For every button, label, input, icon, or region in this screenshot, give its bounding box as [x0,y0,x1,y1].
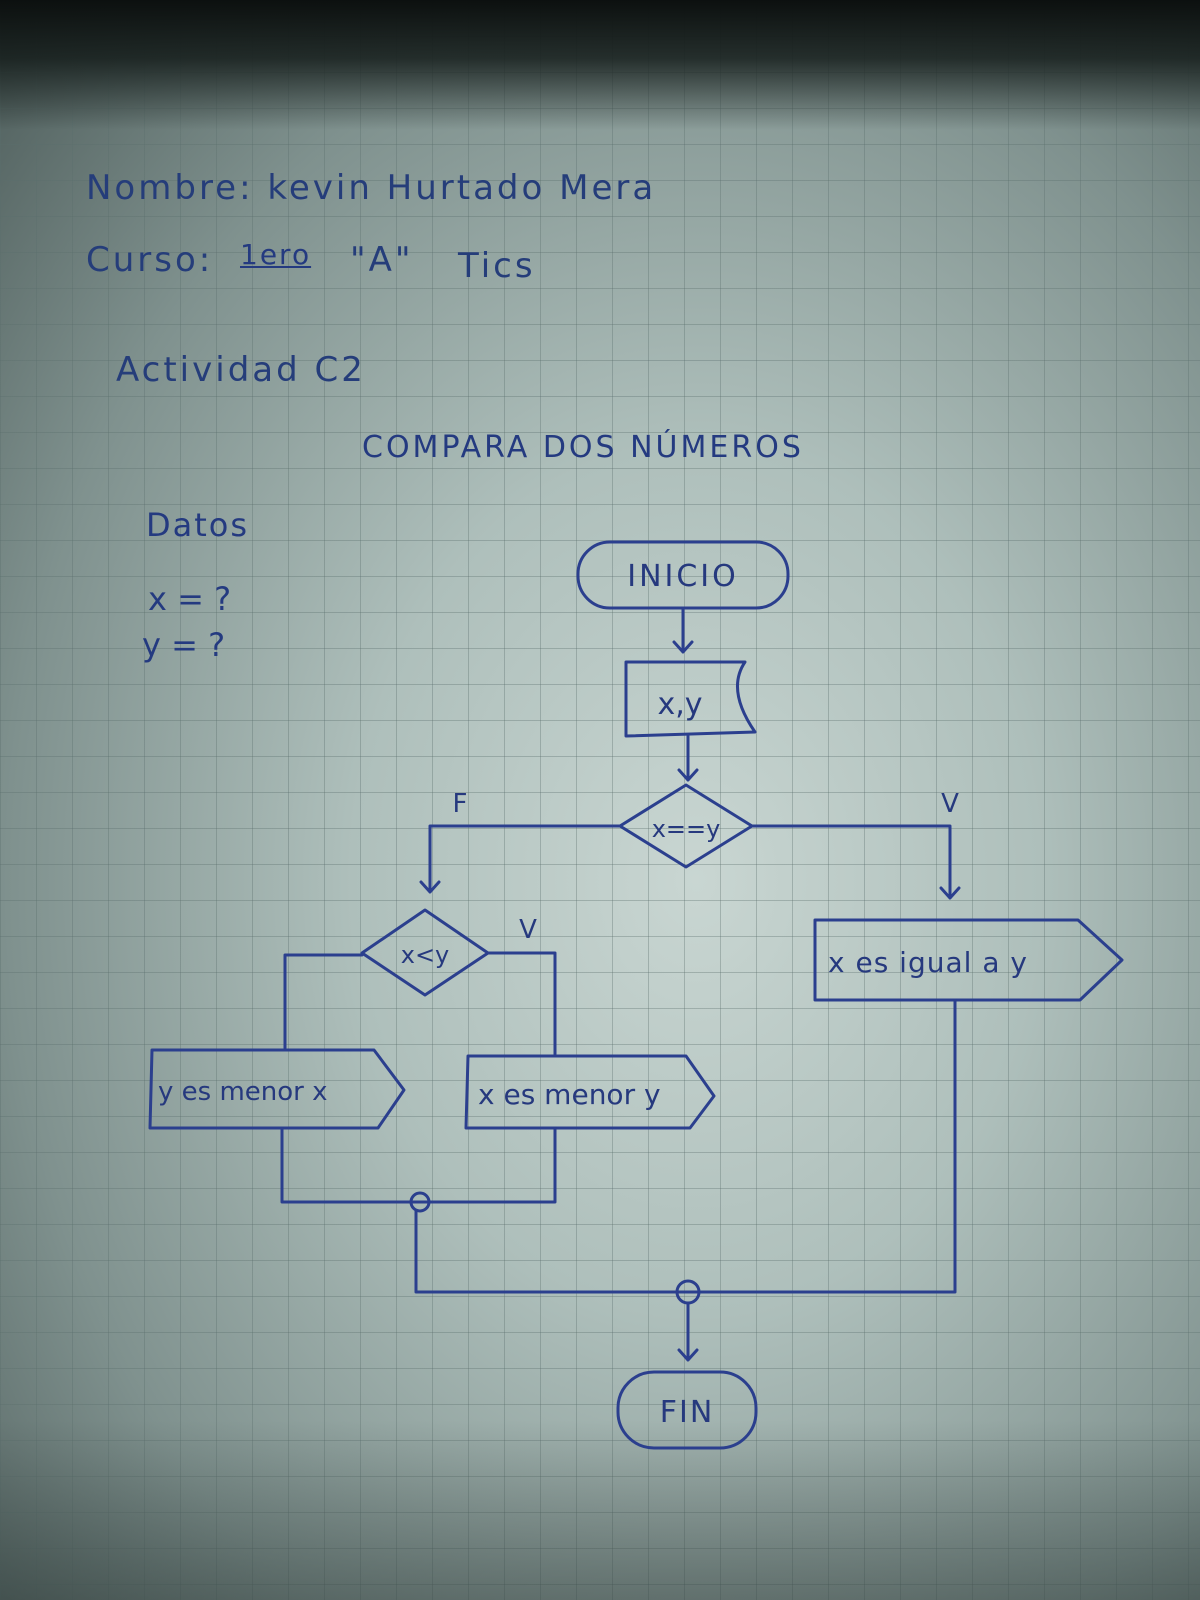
decision1-label: x==y [652,815,721,843]
decision1-diamond [618,783,754,869]
decision2-label: x<y [401,941,450,969]
decision2-diamond [360,908,490,997]
output-equal-shape [813,918,1124,1002]
decision2-false-line [283,953,364,1050]
output-equal-label: x es igual a y [828,946,1028,979]
output-y-less-label: y es menor x [158,1077,328,1107]
datos-x: x = ? [148,580,232,618]
bottom-shadow [0,1420,1200,1600]
decision2-true-label: V [519,915,537,945]
join-main-line [414,998,957,1294]
end-label: FIN [660,1395,715,1430]
join-bottom-line [280,1126,557,1204]
course-group: "A" [350,240,414,280]
start-label: INICIO [627,559,739,594]
input-shape [624,660,757,738]
decision2-true-line [486,951,557,1056]
arrow-input-decision [677,734,699,782]
activity-label: Actividad C2 [116,350,366,390]
output-x-less-label: x es menor y [478,1078,661,1111]
datos-heading: Datos [146,506,250,544]
decision1-false-line [419,824,622,894]
top-shadow [0,0,1200,130]
end-terminal [616,1370,758,1450]
course-level: 1ero [240,238,312,271]
output-y-less-shape [148,1048,406,1130]
join-connector-1 [409,1191,431,1213]
student-name: Nombre: kevin Hurtado Mera [86,168,657,208]
decision1-true-line [750,824,961,900]
course-label: Curso: [86,240,214,280]
decision1-false-label: F [453,789,468,819]
arrow-start-input [672,606,694,654]
course-program: Tics [458,246,536,286]
arrow-to-end [677,1301,699,1362]
datos-y: y = ? [142,626,226,664]
page-title: COMPARA DOS NÚMEROS [362,430,804,465]
decision1-true-label: V [941,789,959,819]
input-label: x,y [657,687,702,722]
output-x-less-shape [464,1054,716,1130]
